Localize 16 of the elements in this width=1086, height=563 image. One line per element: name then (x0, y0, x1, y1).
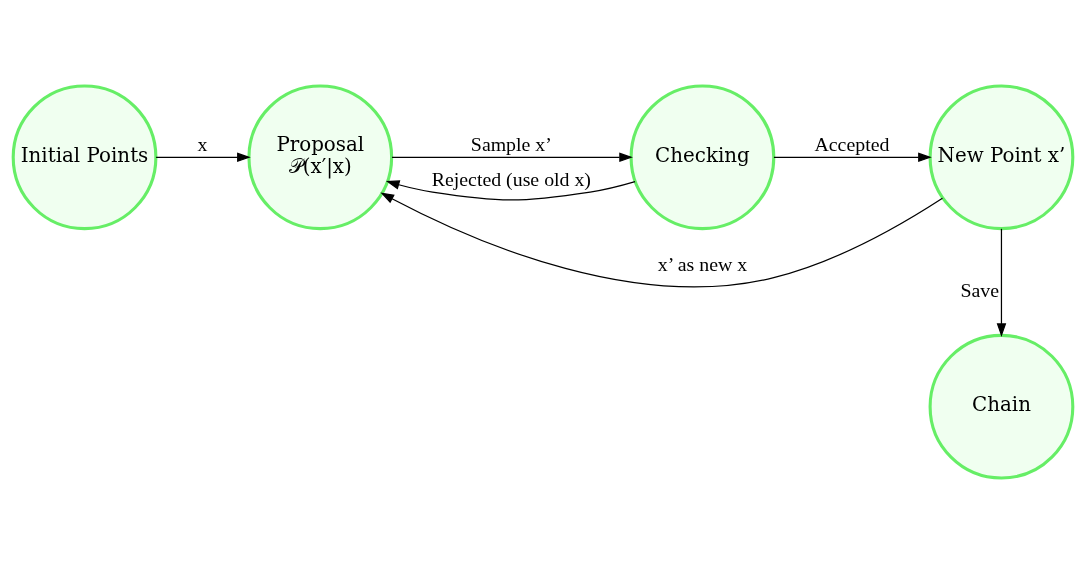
node-circle: Checking (629, 83, 776, 230)
edge-label: Save (960, 278, 1000, 301)
edge-label: Sample x’ (470, 132, 552, 155)
edge-label: Rejected (use old x) (431, 167, 591, 190)
arrow (773, 152, 932, 162)
edge-label: Accepted (814, 132, 890, 155)
node-circle: Initial Points (11, 83, 158, 230)
edge-label: x (197, 132, 208, 155)
edge-label: x’ as new x (657, 252, 748, 275)
arrow (380, 191, 944, 287)
arrow (385, 179, 636, 201)
arrow (996, 227, 1007, 337)
arrow (155, 152, 251, 162)
node-circle: New Point x’ (928, 83, 1075, 230)
node-circle: Chain (928, 333, 1075, 480)
arrow (391, 152, 633, 162)
